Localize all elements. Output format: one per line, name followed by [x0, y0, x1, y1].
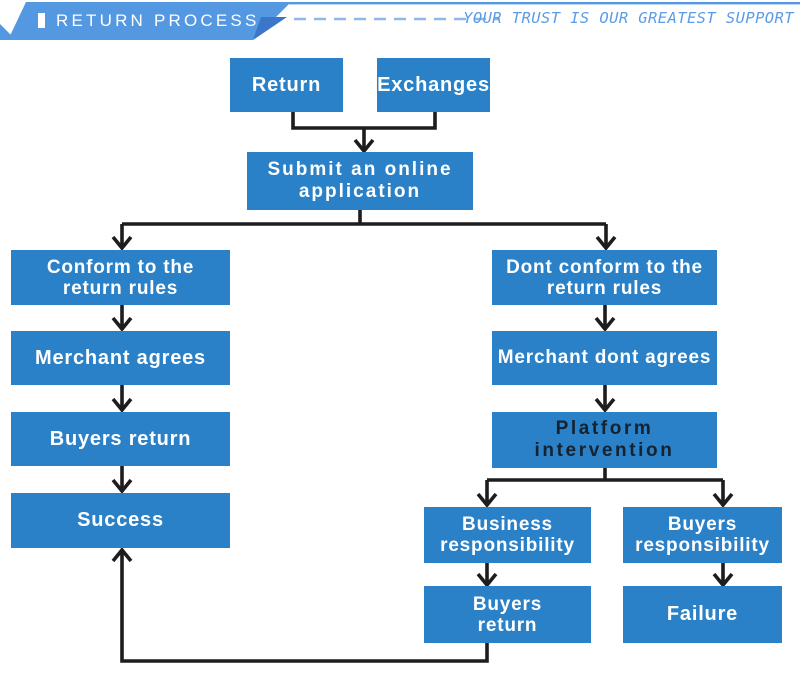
node-failure: Failure — [623, 586, 782, 643]
banner-fold-triangle — [253, 17, 287, 40]
arrowhead — [111, 316, 133, 332]
header-banner — [0, 2, 800, 40]
arrowhead-up — [111, 547, 133, 563]
node-platform-intervention: Platform intervention — [492, 412, 717, 468]
node-dont-conform-rules: Dont conform to the return rules — [492, 250, 717, 305]
page-title: RETURN PROCESS — [56, 11, 260, 30]
arrowhead — [476, 572, 498, 588]
connector-merge-top — [291, 112, 437, 148]
connector-branch — [120, 210, 608, 245]
node-submit-application: Submit an online application — [247, 152, 473, 210]
node-merchant-dont-agrees: Merchant dont agrees — [492, 331, 717, 385]
connector-lines — [111, 112, 734, 663]
node-merchant-agrees: Merchant agrees — [11, 331, 230, 385]
arrowhead — [712, 572, 734, 588]
arrowhead — [111, 478, 133, 494]
arrowhead — [595, 235, 617, 251]
node-buyers-responsibility: Buyers responsibility — [623, 507, 782, 563]
node-exchanges: Exchanges — [377, 58, 490, 112]
arrowhead — [594, 316, 616, 332]
node-return: Return — [230, 58, 343, 112]
arrowhead — [712, 492, 734, 508]
node-success: Success — [11, 493, 230, 548]
title-marker-icon — [38, 13, 45, 28]
node-buyers-return: Buyers return — [11, 412, 230, 466]
arrowhead — [111, 397, 133, 413]
banner-shape — [8, 2, 291, 40]
connector-platform-branch — [485, 468, 725, 502]
arrowhead — [111, 235, 133, 251]
connector-loop-back — [120, 553, 489, 663]
arrowhead — [476, 492, 498, 508]
node-business-responsibility: Business responsibility — [424, 507, 591, 563]
node-conform-rules: Conform to the return rules — [11, 250, 230, 305]
arrowhead — [594, 397, 616, 413]
header-tagline: YOUR TRUST IS OUR GREATEST SUPPORT — [463, 9, 794, 27]
header-top-line — [289, 2, 800, 5]
node-buyers-return-2: Buyers return — [424, 586, 591, 643]
arrowhead — [353, 138, 375, 154]
